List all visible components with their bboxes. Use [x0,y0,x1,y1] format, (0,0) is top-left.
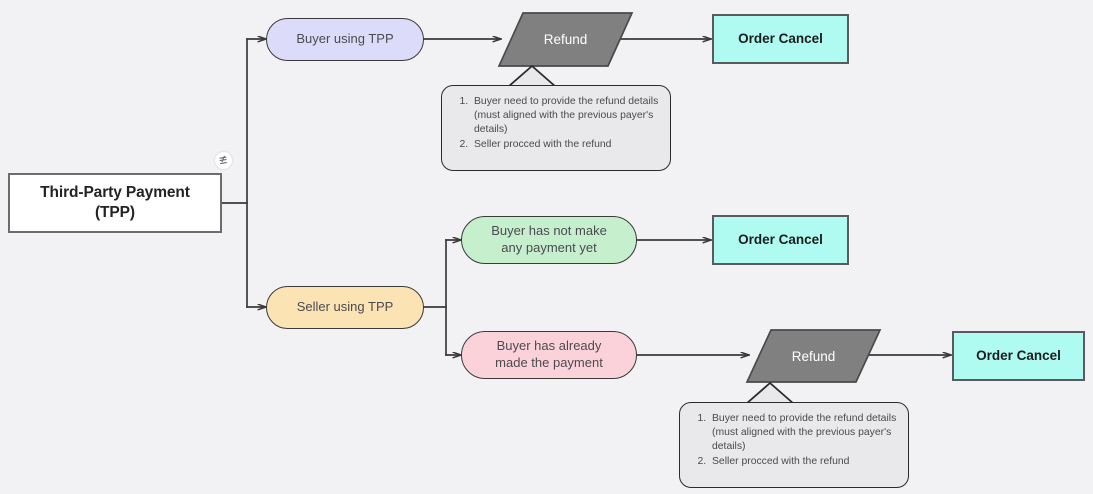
node-buyer-no-payment-yet[interactable]: Buyer has not make any payment yet [461,216,637,264]
note-refund-top: Buyer need to provide the refund details… [441,85,671,171]
node-seller-using-tpp[interactable]: Seller using TPP [266,286,424,329]
node-order-cancel-3[interactable]: Order Cancel [952,331,1085,381]
note-top-tail [507,65,557,88]
node-buyer-using-tpp[interactable]: Buyer using TPP [266,18,424,61]
note-bottom-item-1: Buyer need to provide the refund details… [709,412,898,454]
node-order-cancel-2[interactable]: Order Cancel [712,215,849,265]
refund-bottom-shape[interactable] [745,329,882,383]
connector-handle-icon[interactable] [215,152,232,169]
note-bottom-item-2: Seller procced with the refund [709,455,898,469]
note-top-item-2: Seller procced with the refund [471,138,660,152]
note-top-item-1: Buyer need to provide the refund details… [471,95,660,137]
note-refund-bottom: Buyer need to provide the refund details… [679,402,909,488]
node-order-cancel-1[interactable]: Order Cancel [712,14,849,64]
note-bottom-tail [745,382,795,405]
refund-top-shape[interactable] [497,12,634,67]
node-third-party-payment[interactable]: Third-Party Payment (TPP) [8,173,222,233]
node-buyer-already-paid[interactable]: Buyer has already made the payment [461,331,637,379]
